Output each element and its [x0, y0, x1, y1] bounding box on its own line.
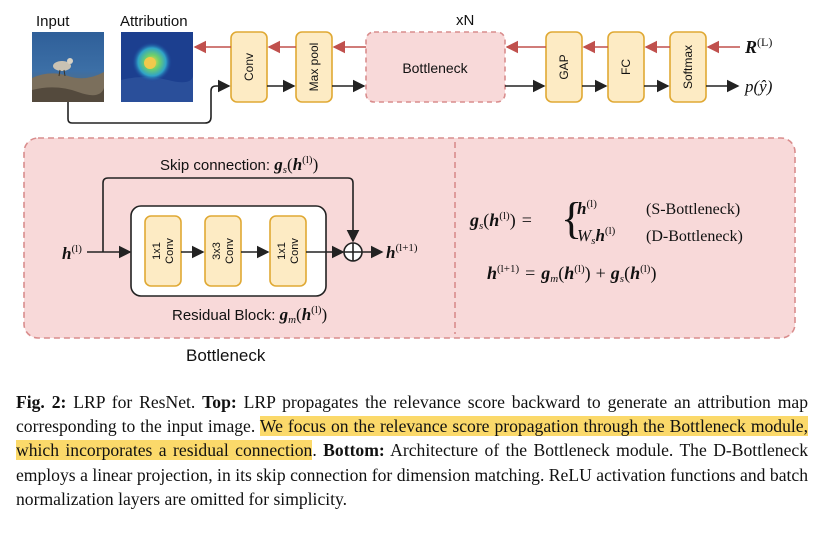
equation-h-next: h(l+1)=gm(h(l))+gs(h(l))	[487, 263, 656, 285]
fc-block: FC	[607, 31, 645, 103]
svg-text:Bottleneck: Bottleneck	[402, 60, 468, 76]
svg-text:{: {	[561, 194, 582, 243]
prediction-output: p(ŷ)	[744, 77, 773, 96]
svg-text:Conv: Conv	[242, 53, 256, 81]
svg-text:(S-Bottleneck): (S-Bottleneck)	[646, 201, 740, 218]
svg-text:h(l+1)=gm(h(l))+gs(h(l)): h(l+1)=gm(h(l))+gs(h(l))	[487, 263, 656, 285]
bottleneck-block: Bottleneck	[365, 31, 506, 103]
svg-text:Wsh(l): Wsh(l)	[577, 225, 616, 247]
gap-block: GAP	[545, 31, 583, 103]
bottleneck-title: Bottleneck	[186, 346, 266, 365]
caption-part4: Architecture of the Bottleneck module. T…	[16, 440, 808, 509]
svg-text:GAP: GAP	[557, 54, 571, 79]
conv-block: Conv	[230, 31, 268, 103]
residual-block-label: Residual Block: gm(h(l))	[172, 304, 327, 326]
forward-arrows	[67, 79, 740, 124]
caption-fig-label: Fig. 2:	[16, 392, 67, 412]
attribution-map	[121, 32, 193, 102]
repeat-label: xN	[456, 12, 474, 29]
svg-text:FC: FC	[619, 59, 633, 75]
svg-text:Max pool: Max pool	[307, 43, 321, 92]
block-output-label: h(l+1)	[386, 242, 418, 262]
caption-part2: LRP propagates the relevance score backw…	[16, 392, 808, 437]
caption-bottom-label: Bottom:	[323, 440, 385, 461]
sum-node	[343, 242, 363, 262]
svg-text:Conv: Conv	[224, 238, 236, 264]
svg-text:h(l): h(l)	[577, 198, 597, 218]
softmax-block: Softmax	[669, 31, 707, 103]
figure-caption: Fig. 2: LRP for ResNet. Top: LRP propaga…	[16, 390, 808, 511]
maxpool-block: Max pool	[295, 31, 333, 103]
svg-text:gs(h(l))=: gs(h(l))=	[469, 210, 532, 232]
svg-text:Conv: Conv	[164, 238, 176, 264]
relevance-input: R(L)	[744, 35, 772, 57]
attribution-label: Attribution	[120, 13, 188, 30]
svg-text:Softmax: Softmax	[681, 45, 695, 89]
skip-connection-label: Skip connection: gs(h(l))	[160, 154, 318, 176]
caption-part3: .	[312, 440, 324, 461]
conv1x1-b: 1x1 Conv	[269, 215, 307, 287]
conv3x3: 3x3 Conv	[204, 215, 242, 287]
conv1x1-a: 1x1 Conv	[144, 215, 182, 287]
equation-gs: gs(h(l))= { h(l) (S-Bottleneck) Wsh(l) (…	[469, 194, 743, 247]
lrp-resnet-figure: Input Attribution xN Conv Max pool Bottl…	[23, 12, 796, 365]
svg-text:(D-Bottleneck): (D-Bottleneck)	[646, 228, 743, 245]
svg-text:1x1: 1x1	[151, 242, 163, 260]
svg-text:3x3: 3x3	[211, 242, 223, 260]
caption-top-label: Top:	[202, 392, 237, 412]
block-input-label: h(l)	[62, 243, 82, 263]
input-label: Input	[36, 13, 70, 30]
svg-text:Conv: Conv	[289, 238, 301, 264]
svg-text:1x1: 1x1	[276, 242, 288, 260]
caption-part1: LRP for ResNet.	[66, 392, 203, 412]
input-image	[32, 32, 104, 102]
skip-connection-path	[102, 177, 360, 252]
